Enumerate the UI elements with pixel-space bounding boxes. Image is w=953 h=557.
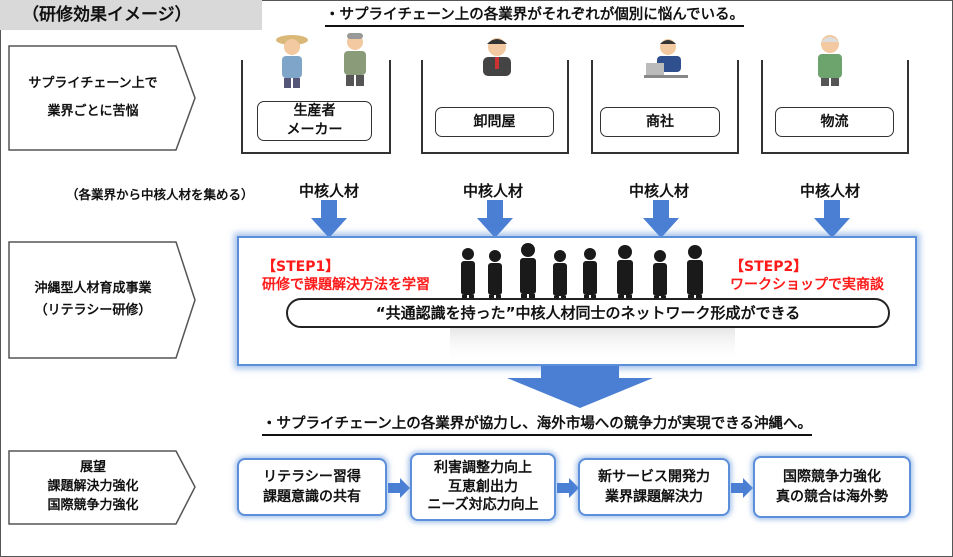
right-arrow-icon xyxy=(557,478,579,498)
worried-businessman-icon xyxy=(483,38,511,76)
industry-box-wholesale: 卸問屋 xyxy=(435,107,554,137)
worker-person-icon xyxy=(344,33,366,86)
industry-box-trading: 商社 xyxy=(600,107,720,137)
lead-bottom: ・サプライチェーン上の各業界が協力し、海外市場への競争力が実現できる沖縄へ。 xyxy=(262,414,812,436)
step1-title: 【STEP1】 xyxy=(262,259,340,275)
row-label-text: 展望 課題解決力強化 国際競争力強化 xyxy=(47,460,139,513)
down-arrow-icon xyxy=(643,200,679,238)
row-label-text: 沖縄型人材育成事業 （リテラシー研修） xyxy=(34,280,152,318)
row-label-supply-chain: サプライチェーン上で 業界ごとに苦悩 xyxy=(8,45,196,151)
row-label-outlook: 展望 課題解決力強化 国際競争力強化 xyxy=(8,450,196,525)
chevron-shape xyxy=(8,450,196,525)
row-label-text: サプライチェーン上で 業界ごとに苦悩 xyxy=(28,75,158,120)
outcome-global-competitiveness: 国際競争力強化 真の競合は海外勢 xyxy=(753,456,911,518)
core-talent-logistics: 中核人材 xyxy=(799,182,860,200)
chevron-shape xyxy=(8,45,196,151)
right-arrow-icon xyxy=(388,478,410,498)
outcome-coordination: 利害調整力向上 互恵創出力 ニーズ対応力向上 xyxy=(410,453,556,521)
right-arrow-icon xyxy=(731,478,753,498)
industry-box-producer: 生産者 メーカー xyxy=(257,101,372,141)
industry-group-trading xyxy=(590,58,740,155)
row-label-training: 沖縄型人材育成事業 （リテラシー研修） xyxy=(8,241,196,359)
step1-text: 研修で課題解決方法を学習 xyxy=(262,277,430,293)
office-worker-laptop-icon xyxy=(644,39,688,78)
core-talent-wholesale: 中核人材 xyxy=(462,182,523,200)
bracket-outline xyxy=(241,60,391,154)
network-pill: “共通認識を持った”中核人材同士のネットワーク形成ができる xyxy=(286,298,890,328)
chevron-shape xyxy=(8,241,196,359)
down-arrow-icon xyxy=(477,200,513,238)
elderly-worker-icon xyxy=(818,35,842,86)
industry-box-logistics: 物流 xyxy=(775,107,894,137)
core-talent-producer: 中核人材 xyxy=(298,182,359,200)
down-arrow-icon xyxy=(814,200,850,238)
industry-group-logistics xyxy=(760,58,910,155)
step2-text: ワークショップで実商談 xyxy=(730,277,884,293)
bracket-outline xyxy=(761,60,909,154)
outcome-new-service: 新サービス開発力 業界課題解決力 xyxy=(578,458,730,516)
industry-group-wholesale xyxy=(420,58,570,155)
big-down-arrow-icon xyxy=(507,366,653,408)
core-talent-trading: 中核人材 xyxy=(628,182,689,200)
step2-title: 【STEP2】 xyxy=(730,259,808,275)
down-arrow-icon xyxy=(311,200,347,238)
bracket-outline xyxy=(421,60,569,154)
farmer-person-icon xyxy=(276,35,308,88)
bracket-outline xyxy=(591,60,739,154)
diagram-title: （研修効果イメージ） xyxy=(0,0,262,30)
industry-group-producer xyxy=(240,58,392,155)
outcome-literacy: リテラシー習得 課題意識の共有 xyxy=(237,458,387,516)
gather-note: （各業界から中核人材を集める） xyxy=(66,187,254,202)
lead-top: ・サプライチェーン上の各業界がそれぞれが個別に悩んでいる。 xyxy=(325,5,745,27)
